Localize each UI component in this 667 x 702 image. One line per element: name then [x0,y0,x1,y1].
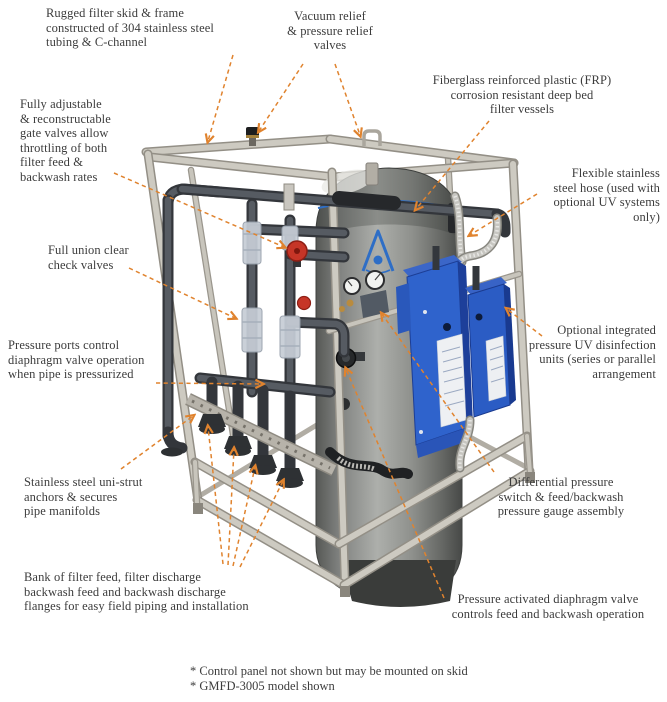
callout-skid-frame: Rugged filter skid & frame constructed o… [46,6,214,50]
vacuum-relief-valve [246,127,259,146]
callout-relief-valves: Vacuum relief & pressure relief valves [287,9,373,53]
callout-uni-strut: Stainless steel uni-strut anchors & secu… [24,475,143,519]
check-valve-unions [241,221,301,359]
frame [141,134,534,506]
uv-unit-2 [465,266,516,418]
flexible-hose [450,191,502,279]
callout-arrows [113,54,543,599]
lower-hose-assembly [325,447,413,479]
callout-frp-vessels: Fiberglass reinforced plastic (FRP) corr… [432,73,612,117]
callout-diaphragm-valve: Pressure activated diaphragm valve contr… [451,592,645,621]
standpipe [161,183,226,457]
gate-valve-handles [286,240,312,311]
lifting-handle [362,129,382,186]
callout-diff-pressure: Differential pressure switch & feed/back… [497,475,625,519]
uv-unit-1 [396,246,473,458]
uni-strut-channel [185,393,337,476]
callout-gate-valves: Fully adjustable & reconstructable gate … [20,97,111,184]
frame-base [190,167,535,597]
callout-pressure-ports: Pressure ports control diaphragm valve o… [8,338,145,382]
footnote-control-panel: * Control panel not shown but may be mou… [190,664,468,678]
uv-outlet-hoses [455,415,475,473]
callout-check-valves: Full union clear check valves [48,243,129,272]
callout-flange-bank: Bank of filter feed, filter discharge ba… [24,570,249,614]
top-manifold-pipe [176,183,511,238]
callout-flex-hose: Flexible stainless steel hose (used with… [553,166,660,224]
callout-uv-units: Optional integrated pressure UV disinfec… [528,323,656,381]
footnote-model: * GMFD-3005 model shown [190,679,335,693]
